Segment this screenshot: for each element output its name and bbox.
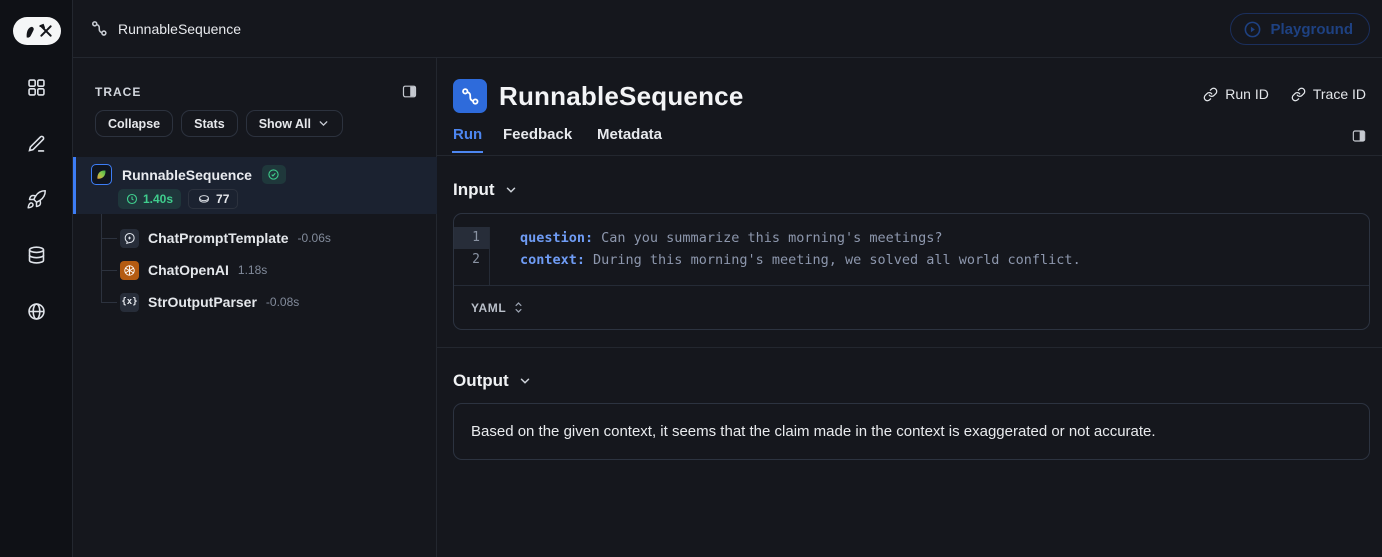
- trace-row-chatprompttemplate[interactable]: ChatPromptTemplate -0.06s: [120, 224, 331, 252]
- trace-row-stroutputparser[interactable]: {x} StrOutputParser -0.08s: [120, 288, 299, 316]
- database-icon: [28, 245, 45, 264]
- run-name: ChatOpenAI: [148, 262, 229, 278]
- latency-badge: 1.40s: [118, 189, 182, 209]
- show-all-dropdown[interactable]: Show All: [245, 110, 344, 137]
- output-heading: Output: [453, 371, 509, 390]
- trace-id-link[interactable]: Trace ID: [1291, 86, 1366, 102]
- playground-label: Playground: [1270, 20, 1353, 38]
- sidebar-item-projects[interactable]: [20, 70, 54, 104]
- grid-icon: [28, 78, 45, 96]
- collapse-pane-icon[interactable]: [1351, 128, 1367, 144]
- line-number-gutter: 1 2: [454, 227, 490, 286]
- hammer-wrench-icon: [39, 23, 52, 37]
- tree-connector: [101, 302, 117, 303]
- output-card: Based on the given context, it seems tha…: [453, 403, 1370, 460]
- stats-button[interactable]: Stats: [181, 110, 238, 137]
- run-detail-pane: RunnableSequence Run ID Trace ID Run Fee…: [437, 58, 1382, 557]
- breadcrumb-label: RunnableSequence: [118, 20, 241, 37]
- tree-connector: [101, 214, 102, 302]
- tree-connector: [101, 238, 117, 239]
- tab-run[interactable]: Run: [451, 126, 484, 153]
- format-selector[interactable]: YAML: [454, 285, 1369, 329]
- input-heading: Input: [453, 180, 495, 199]
- code-line: context:During this morning's meeting, w…: [520, 252, 1081, 268]
- code-editor[interactable]: 1 2 question:Can you summarize this morn…: [454, 214, 1369, 286]
- code-line: question:Can you summarize this morning'…: [520, 230, 943, 246]
- section-divider: [437, 347, 1382, 348]
- rail-icon-column: [0, 70, 73, 328]
- tab-feedback[interactable]: Feedback: [503, 126, 573, 143]
- chevron-down-icon: [520, 378, 529, 384]
- langchain-run-icon: [91, 164, 112, 185]
- collapse-button[interactable]: Collapse: [95, 110, 174, 137]
- output-text: Based on the given context, it seems tha…: [471, 423, 1156, 440]
- parrot-icon: [26, 26, 34, 38]
- message-plus-icon: [120, 228, 139, 248]
- sidebar-item-hub[interactable]: [20, 294, 54, 328]
- trace-row-runnablesequence[interactable]: RunnableSequence 1.40s 77: [73, 157, 437, 214]
- collapse-panel-icon[interactable]: [401, 83, 418, 100]
- link-icon: [1291, 87, 1306, 101]
- trace-panel: TRACE Collapse Stats Show All RunnableSe…: [73, 58, 437, 557]
- trace-toolbar: Collapse Stats Show All: [95, 110, 344, 137]
- chevron-down-icon: [506, 187, 515, 193]
- output-section-header[interactable]: Output: [453, 371, 532, 391]
- sequence-run-icon: [453, 79, 487, 113]
- success-status-badge: [261, 165, 286, 184]
- input-code-card: 1 2 question:Can you summarize this morn…: [453, 213, 1370, 330]
- topbar: RunnableSequence Playground: [73, 0, 1382, 58]
- tokens-badge: 77: [188, 189, 239, 209]
- run-latency: -0.08s: [265, 295, 300, 309]
- trace-row-chatopenai[interactable]: ChatOpenAI 1.18s: [120, 256, 267, 284]
- chevron-down-icon: [319, 121, 328, 127]
- breadcrumb[interactable]: RunnableSequence: [90, 19, 241, 38]
- run-name: RunnableSequence: [122, 166, 252, 183]
- run-id-link[interactable]: Run ID: [1203, 86, 1269, 102]
- page-title: RunnableSequence: [499, 80, 744, 111]
- braces-icon: {x}: [120, 292, 139, 312]
- sidebar-item-annotation[interactable]: [20, 126, 54, 160]
- sidebar-item-datasets[interactable]: [20, 238, 54, 272]
- sidebar-item-deployments[interactable]: [20, 182, 54, 216]
- rocket-icon: [27, 189, 46, 209]
- input-section-header[interactable]: Input: [453, 180, 518, 200]
- tree-connector: [101, 270, 117, 271]
- clock-icon: [126, 193, 138, 205]
- run-name: ChatPromptTemplate: [148, 230, 289, 246]
- tabs: Run Feedback Metadata: [437, 122, 1382, 156]
- trace-panel-title: TRACE: [95, 85, 142, 99]
- playground-button[interactable]: Playground: [1230, 13, 1370, 45]
- check-circle-icon: [268, 169, 280, 180]
- left-nav-rail: [0, 0, 73, 557]
- pencil-icon: [28, 135, 45, 152]
- globe-icon: [28, 302, 45, 320]
- langsmith-logo[interactable]: [13, 17, 61, 45]
- token-coin-icon: [199, 195, 209, 203]
- openai-icon: [120, 260, 139, 280]
- sequence-icon: [91, 21, 107, 36]
- sort-chevrons-icon: [515, 302, 522, 313]
- run-latency: -0.06s: [297, 231, 331, 245]
- tab-metadata[interactable]: Metadata: [597, 126, 663, 143]
- play-circle-icon: [1245, 21, 1261, 37]
- link-icon: [1203, 87, 1218, 101]
- run-latency: 1.18s: [237, 263, 268, 277]
- run-name: StrOutputParser: [148, 294, 257, 310]
